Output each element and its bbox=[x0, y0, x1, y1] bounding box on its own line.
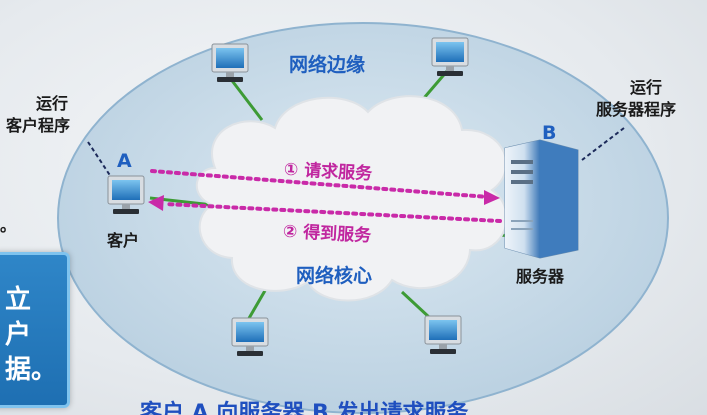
bottom-caption: 客户 A 向服务器 B 发出请求服务 bbox=[140, 401, 469, 415]
server-annotation-line2: 服务器程序 bbox=[596, 100, 677, 119]
response-arrow bbox=[148, 195, 502, 223]
network-core-title: 网络核心 bbox=[296, 265, 373, 287]
response-label: ② 得到服务 bbox=[282, 221, 372, 247]
left-text-fragment: 。 bbox=[0, 216, 17, 235]
client-letter: A bbox=[117, 150, 132, 172]
client-annotation-line2: 客户程序 bbox=[6, 116, 71, 135]
server-letter: B bbox=[542, 122, 557, 144]
request-arrow bbox=[150, 169, 500, 205]
side-note-box: 立 户 据。 bbox=[0, 252, 70, 408]
network-edge-title: 网络边缘 bbox=[289, 54, 366, 76]
server-label: 服务器 bbox=[516, 267, 565, 286]
server-annotation-line bbox=[581, 127, 625, 161]
client-annotation-line1: 运行 bbox=[36, 94, 69, 113]
request-label: ① 请求服务 bbox=[283, 159, 373, 185]
network-core-cloud bbox=[195, 95, 508, 302]
client-label: 客户 bbox=[107, 231, 140, 250]
server-annotation-line1: 运行 bbox=[630, 78, 663, 97]
side-note-char: 户 bbox=[5, 320, 32, 350]
client-annotation-line bbox=[87, 141, 114, 181]
side-note-char: 据。 bbox=[5, 355, 58, 385]
side-note-char: 立 bbox=[5, 285, 32, 315]
server-icon bbox=[504, 139, 579, 259]
